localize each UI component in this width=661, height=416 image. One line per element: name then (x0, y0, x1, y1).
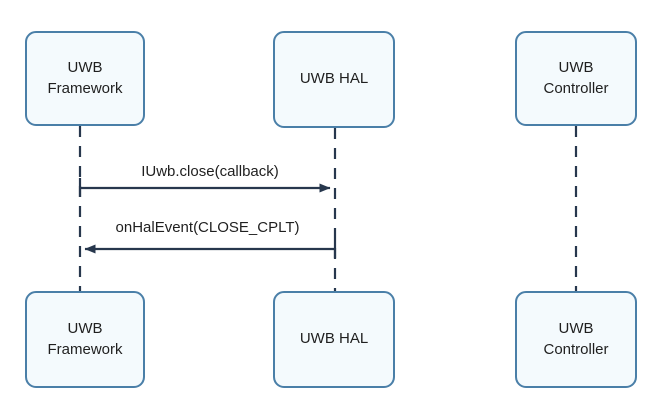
message-label-close-cplt: onHalEvent(CLOSE_CPLT) (0, 219, 415, 236)
message-label-close: IUwb.close(callback) (0, 163, 420, 180)
participant-head-uwb-framework[interactable]: UWB Framework (25, 31, 145, 126)
participant-head-label-uwb-framework: UWB Framework (47, 59, 123, 97)
participant-head-uwb-controller[interactable]: UWB Controller (515, 31, 637, 126)
participant-foot-uwb-controller[interactable]: UWB Controller (515, 291, 637, 388)
participant-foot-uwb-framework[interactable]: UWB Framework (25, 291, 145, 388)
participant-foot-label-uwb-hal: UWB HAL (299, 330, 369, 348)
participant-foot-uwb-hal[interactable]: UWB HAL (273, 291, 395, 388)
message-arrow-close (78, 178, 331, 197)
message-arrow-close-cplt (84, 239, 337, 258)
participant-head-label-uwb-hal: UWB HAL (299, 70, 369, 88)
lifelines (78, 126, 578, 291)
message-label-close-cplt-text: onHalEvent(CLOSE_CPLT) (115, 219, 300, 236)
participant-foot-label-uwb-controller: UWB Controller (543, 320, 609, 358)
participant-head-label-uwb-controller: UWB Controller (543, 59, 609, 97)
participant-foot-label-uwb-framework: UWB Framework (47, 320, 123, 358)
message-label-close-text: IUwb.close(callback) (141, 163, 279, 180)
participant-head-uwb-hal[interactable]: UWB HAL (273, 31, 395, 128)
